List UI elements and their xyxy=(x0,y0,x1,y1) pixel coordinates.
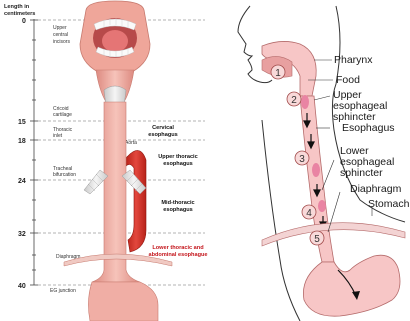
segment-upper-thoracic-2: esophagus xyxy=(163,161,193,167)
label-aorta: Aorta xyxy=(125,140,137,146)
step-3: 3 xyxy=(299,154,305,165)
ruler xyxy=(30,19,38,285)
segment-lower-thoracic-1: Lower thoracic and xyxy=(152,245,204,251)
segment-upper-thoracic-1: Upper thoracic xyxy=(158,154,197,160)
step-4: 4 xyxy=(306,208,312,219)
label-incisors: incisors xyxy=(53,39,70,45)
step-2: 2 xyxy=(291,95,297,106)
label-pharynx: Pharynx xyxy=(334,54,373,66)
label-diaphragm-right: Diaphragm xyxy=(350,183,402,195)
label-food: Food xyxy=(336,74,360,86)
segment-mid-thoracic-1: Mid-thoracic xyxy=(161,200,194,206)
label-central: central xyxy=(53,32,68,38)
label-upper: Upper xyxy=(53,25,67,31)
cm-0: 0 xyxy=(22,18,26,25)
label-bifurcation: bifurcation xyxy=(53,172,76,178)
label-esophagus: Esophagus xyxy=(342,122,395,134)
cm-18: 18 xyxy=(18,138,26,145)
step-5: 5 xyxy=(314,234,320,245)
ruler-header-line-1: Length in xyxy=(4,4,30,10)
aorta-shape xyxy=(126,150,146,252)
stomach-right xyxy=(303,255,400,316)
cm-40: 40 xyxy=(18,283,26,290)
cm-15: 15 xyxy=(18,119,26,126)
label-eg-junction: EG junction xyxy=(50,288,76,294)
segment-lower-thoracic-2: abdominal esophague xyxy=(148,252,207,258)
head-illustration xyxy=(80,1,150,72)
label-stomach: Stomach xyxy=(368,198,410,210)
chest-outline xyxy=(262,120,300,321)
right-panel: 1 2 3 4 5 Pharynx Food Upper esophageal … xyxy=(238,6,410,321)
left-panel: Length in centimeters 0 xyxy=(4,1,208,321)
segment-cervical-1: Cervical xyxy=(152,125,174,131)
segment-mid-thoracic-2: esophagus xyxy=(163,207,193,213)
label-cartilage: cartilage xyxy=(53,112,72,118)
diaphragm-right xyxy=(262,223,405,246)
cm-32: 32 xyxy=(18,231,26,238)
ruler-header-line-2: centimeters xyxy=(4,11,35,17)
label-les-3: sphincter xyxy=(340,167,383,179)
stomach-left xyxy=(88,282,158,321)
label-inlet: inlet xyxy=(53,133,63,139)
step-1: 1 xyxy=(275,68,281,79)
cm-24: 24 xyxy=(18,178,26,185)
segment-cervical-2: esophagus xyxy=(148,132,178,138)
